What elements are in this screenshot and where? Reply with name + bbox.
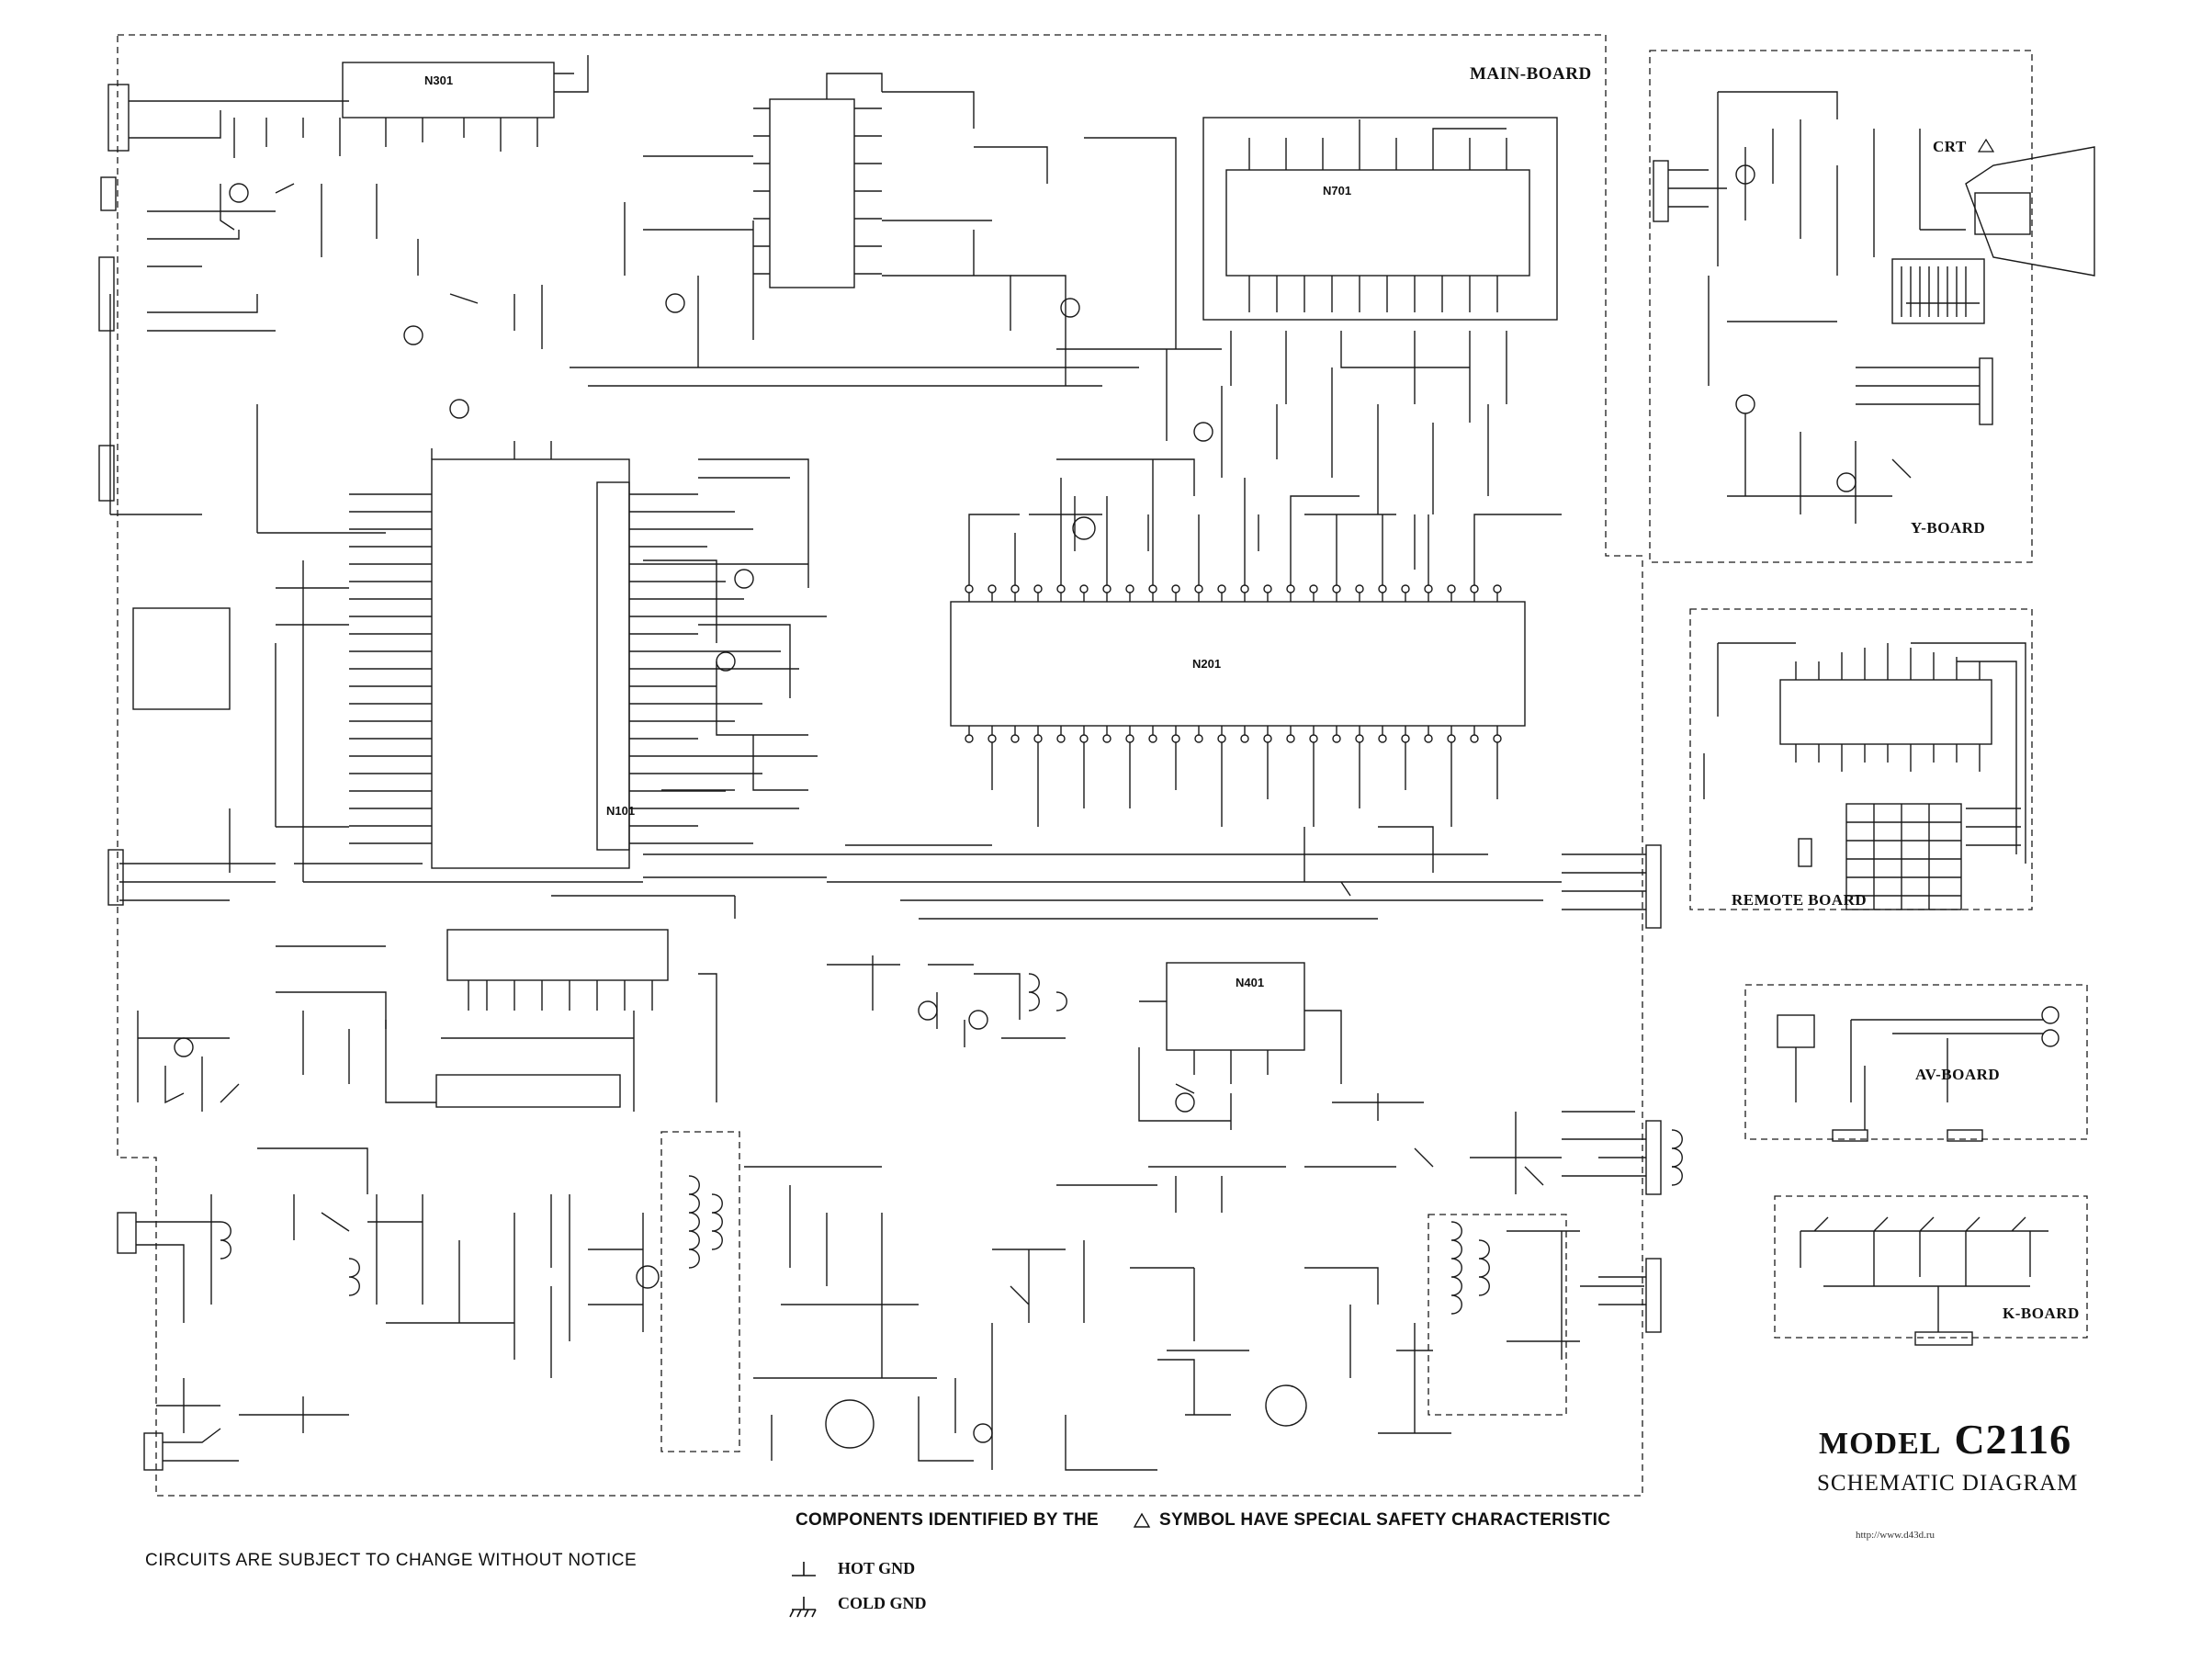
y-board-outline (1649, 50, 2033, 563)
main-board-outline (117, 34, 1643, 1497)
ic-n401b-body (435, 1074, 621, 1108)
model-title: MODEL C2116 (1819, 1415, 2071, 1463)
board-outlines (117, 34, 2088, 1497)
isolation-outline-1 (660, 1131, 740, 1452)
ic-n201-body (950, 601, 1526, 727)
xs-connector (1645, 844, 1662, 929)
power-connector (117, 1212, 137, 1254)
ic-n201-label: N201 (1192, 657, 1222, 671)
safety-note-prefix: COMPONENTS IDENTIFIED BY THE (796, 1510, 1100, 1530)
source-url: http://www.d43d.ru (1856, 1530, 1936, 1541)
ic-n401-body (1166, 962, 1305, 1051)
antenna-connector (107, 84, 130, 152)
cold-gnd-label: COLD GND (838, 1594, 927, 1612)
remote-board-outline (1689, 608, 2033, 910)
ic-n701-body (1225, 169, 1530, 277)
ic-n301-body (342, 62, 555, 119)
crt-tube (1965, 146, 2095, 277)
hot-gnd-label: HOT GND (838, 1559, 916, 1577)
ic-n701-label: N701 (1323, 184, 1352, 198)
warning-triangle-icon (1133, 1512, 1151, 1528)
k-board-outline (1774, 1195, 2088, 1339)
n101-left-pins (349, 493, 432, 844)
n101-right-pins (629, 493, 827, 844)
ic-n301-label: N301 (424, 73, 454, 87)
isolation-outline-2 (1428, 1214, 1567, 1416)
remote-board-label: REMOTE BOARD (1732, 891, 1868, 909)
ic-audio-body (446, 929, 669, 981)
av-board-outline (1744, 984, 2088, 1140)
ic-n101-label: N101 (606, 804, 636, 818)
crt-socket (1891, 258, 1985, 324)
hot-ground-symbol-icon (792, 1562, 816, 1576)
crt-label: CRT (1933, 138, 1967, 155)
y-board-label: Y-BOARD (1911, 519, 1986, 537)
ic-n301b-body (769, 98, 855, 288)
model-word: MODEL (1819, 1427, 1942, 1461)
crt-warning-icon (1977, 138, 1995, 153)
model-number: C2116 (1954, 1416, 2072, 1463)
change-notice: CIRCUITS ARE SUBJECT TO CHANGE WITHOUT N… (145, 1551, 638, 1570)
k-board-label: K-BOARD (2003, 1305, 2080, 1322)
cold-ground-symbol-icon (789, 1597, 817, 1618)
ic-n101-body (431, 458, 630, 869)
n201-pin-circles (965, 584, 1502, 743)
main-board-label: MAIN-BOARD (1470, 64, 1592, 84)
safety-note-suffix: SYMBOL HAVE SPECIAL SAFETY CHARACTERISTI… (1159, 1510, 1611, 1530)
ic-remote-body (1779, 679, 1992, 745)
key-matrix (1845, 803, 1962, 910)
diagram-subtitle: SCHEMATIC DIAGRAM (1817, 1471, 2079, 1496)
ic-n401-label: N401 (1236, 976, 1265, 989)
av-board-label: AV-BOARD (1915, 1066, 2001, 1083)
